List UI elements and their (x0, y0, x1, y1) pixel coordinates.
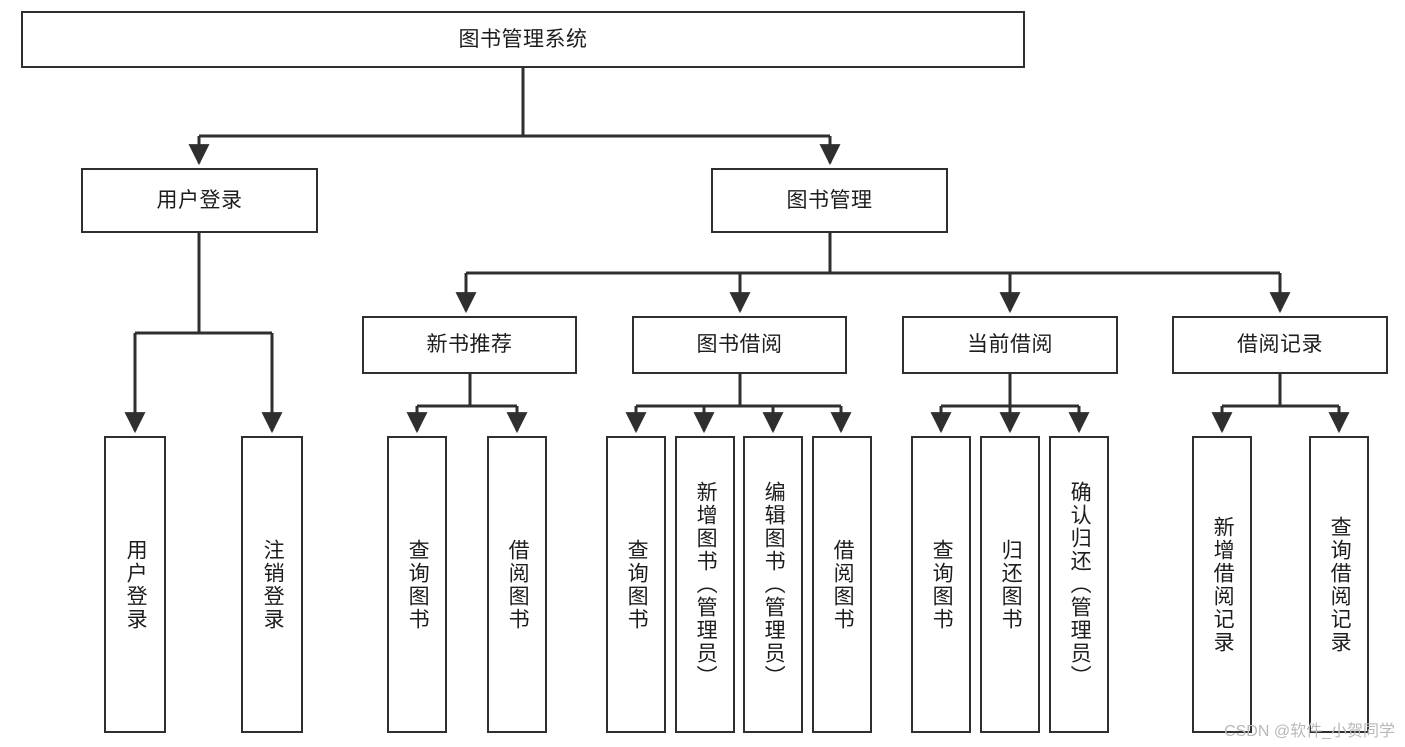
node-label: 编辑图书（管理员） (762, 481, 786, 688)
node-label: 新书推荐 (426, 333, 513, 357)
leaf-book-borrow-borrow-book[interactable]: 借阅图书 (812, 436, 872, 733)
node-book-management[interactable]: 图书管理 (711, 168, 948, 233)
node-root-book-management-system[interactable]: 图书管理系统 (21, 11, 1025, 68)
leaf-borrow-record-add-record[interactable]: 新增借阅记录 (1192, 436, 1252, 733)
node-label: 借阅记录 (1237, 333, 1323, 357)
node-label: 查询借阅记录 (1328, 515, 1352, 654)
node-label: 当前借阅 (967, 333, 1053, 357)
node-label: 用户登录 (156, 188, 243, 212)
node-label: 图书管理 (786, 188, 873, 212)
leaf-book-borrow-query-book[interactable]: 查询图书 (606, 436, 666, 733)
node-label: 查询图书 (930, 538, 954, 631)
node-label: 借阅图书 (831, 538, 855, 631)
node-label: 用户登录 (124, 538, 148, 631)
node-label: 查询图书 (406, 538, 430, 631)
node-label: 归还图书 (999, 538, 1023, 631)
node-label: 确认归还（管理员） (1068, 481, 1092, 688)
node-label: 注销登录 (261, 538, 285, 631)
node-label: 借阅图书 (506, 538, 530, 631)
leaf-new-book-borrow-book[interactable]: 借阅图书 (487, 436, 547, 733)
leaf-current-borrow-return-book[interactable]: 归还图书 (980, 436, 1040, 733)
leaf-current-borrow-confirm-return-admin[interactable]: 确认归还（管理员） (1049, 436, 1109, 733)
node-user-login[interactable]: 用户登录 (81, 168, 318, 233)
leaf-book-borrow-add-book-admin[interactable]: 新增图书（管理员） (675, 436, 735, 733)
csdn-watermark: CSDN @软件_小贺同学 (1224, 723, 1395, 740)
node-borrow-record[interactable]: 借阅记录 (1172, 316, 1388, 374)
node-book-borrow[interactable]: 图书借阅 (632, 316, 847, 374)
node-label: 图书借阅 (696, 333, 783, 357)
leaf-borrow-record-query-record[interactable]: 查询借阅记录 (1309, 436, 1369, 733)
node-label: 查询图书 (625, 538, 649, 631)
node-current-borrow[interactable]: 当前借阅 (902, 316, 1118, 374)
node-label: 新增借阅记录 (1211, 515, 1235, 654)
leaf-user-login-signout[interactable]: 注销登录 (241, 436, 303, 733)
leaf-current-borrow-query-book[interactable]: 查询图书 (911, 436, 971, 733)
node-new-book-recommend[interactable]: 新书推荐 (362, 316, 577, 374)
node-label: 图书管理系统 (458, 27, 588, 51)
leaf-new-book-query-book[interactable]: 查询图书 (387, 436, 447, 733)
node-label: 新增图书（管理员） (694, 481, 718, 688)
leaf-user-login-signin[interactable]: 用户登录 (104, 436, 166, 733)
leaf-book-borrow-edit-book-admin[interactable]: 编辑图书（管理员） (743, 436, 803, 733)
